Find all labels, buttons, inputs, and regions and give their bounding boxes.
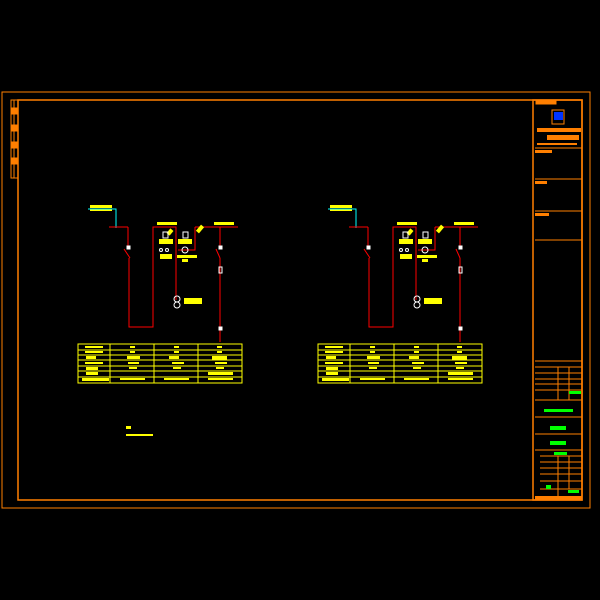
fuse-icon xyxy=(218,266,223,274)
device-symbols xyxy=(366,231,463,331)
distribution-diagram xyxy=(317,205,483,384)
meter-icon xyxy=(422,231,429,239)
neutral-line xyxy=(328,208,357,228)
stamp-mark xyxy=(569,391,581,394)
ct-icon xyxy=(421,246,429,254)
notes-text xyxy=(126,434,153,436)
neutral-label xyxy=(330,205,352,211)
company-logo xyxy=(551,109,565,125)
title-block xyxy=(532,99,583,501)
ct-icon xyxy=(181,246,189,254)
switch-contact xyxy=(123,248,131,259)
device-symbols xyxy=(126,231,223,331)
neutral-label xyxy=(90,205,112,211)
meter-icon xyxy=(182,231,189,239)
parameter-table xyxy=(317,343,483,384)
distribution-diagram xyxy=(77,205,243,384)
company-name-text xyxy=(537,128,581,132)
neutral-line xyxy=(88,208,117,228)
notes-heading xyxy=(126,426,131,429)
notes xyxy=(126,426,153,436)
outer-border xyxy=(1,91,591,509)
switch-contact xyxy=(363,248,371,259)
fuse-icon xyxy=(458,266,463,274)
binding-strip xyxy=(10,99,19,179)
parameter-table xyxy=(77,343,243,384)
component-labels xyxy=(157,222,234,304)
circuit-lines xyxy=(349,226,478,342)
meter-icon xyxy=(162,231,169,239)
meter-icon xyxy=(402,231,409,239)
